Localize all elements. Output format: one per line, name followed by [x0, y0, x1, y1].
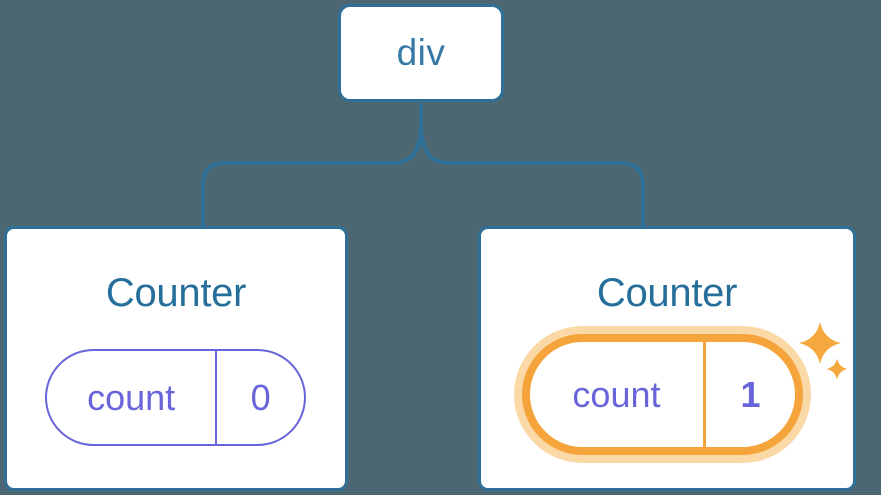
- component-title: Counter: [105, 271, 247, 315]
- state-pill-label: count: [87, 376, 176, 418]
- state-pill-value: 1: [740, 373, 761, 415]
- state-pill-label: count: [572, 373, 661, 415]
- state-pill-highlighted: count 1: [522, 334, 803, 455]
- counter-card-right: Counter count 1: [478, 226, 856, 491]
- state-pill: count 0: [45, 349, 306, 446]
- counter-card-left: Counter count 0: [4, 226, 348, 491]
- sparkles-icon: [799, 322, 848, 380]
- state-pill-value: 0: [250, 376, 271, 418]
- tree-node-div: div: [338, 4, 504, 102]
- state-pill-divider: [702, 342, 706, 447]
- component-title: Counter: [596, 271, 738, 315]
- state-pill-divider: [215, 351, 218, 444]
- tree-node-div-label: div: [396, 32, 446, 73]
